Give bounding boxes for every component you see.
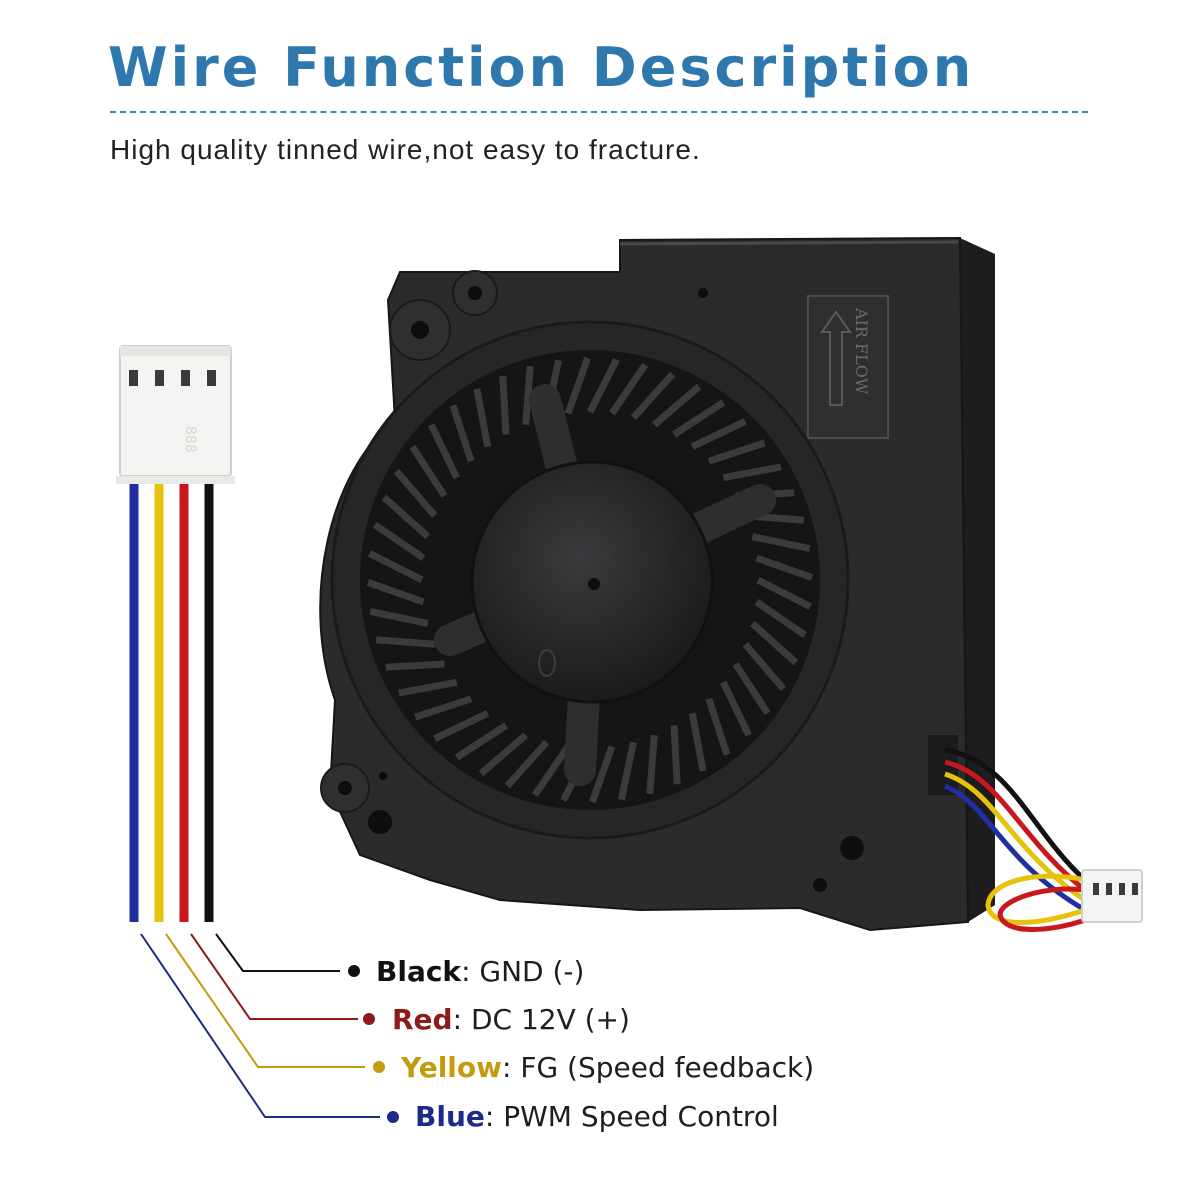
fan-wires	[944, 747, 1087, 932]
impeller-blade	[652, 383, 702, 428]
impeller-blade	[672, 399, 726, 438]
airflow-label: AIR FLOW	[807, 295, 889, 439]
impeller-blade	[409, 444, 448, 498]
wire-function-yellow: FG (Speed feedback)	[520, 1051, 815, 1084]
impeller-blade	[522, 365, 534, 426]
wire-bundle	[129, 484, 214, 922]
impeller-blade	[428, 423, 460, 480]
impeller-blade	[531, 744, 571, 798]
impeller-blade	[473, 388, 492, 448]
connector-mark: 888	[182, 426, 198, 453]
wire-function-red: DC 12V (+)	[470, 1003, 630, 1036]
impeller-blade	[499, 375, 510, 435]
impeller-blade	[385, 660, 445, 671]
blower-fan: AIR FLOW	[319, 236, 995, 932]
page-title: Wire Function Description	[108, 36, 975, 99]
impeller-blade	[381, 494, 431, 540]
impeller-blade	[688, 712, 707, 772]
legend-row-black: Black: GND (-)	[376, 955, 585, 988]
title-divider	[110, 111, 1088, 113]
impeller-blade	[366, 579, 425, 606]
impeller-blade	[690, 418, 747, 450]
legend-dot-red	[363, 1013, 375, 1025]
connector-pins	[129, 370, 216, 386]
airflow-text: AIR FLOW	[852, 307, 871, 395]
impeller-blade	[630, 371, 676, 421]
impeller-blade	[751, 533, 811, 553]
legend-row-yellow: Yellow: FG (Speed feedback)	[401, 1051, 815, 1084]
impeller-blade	[478, 732, 528, 777]
impeller-blade	[433, 710, 490, 742]
impeller-blade	[504, 739, 550, 789]
impeller-blade	[454, 722, 508, 761]
impeller-blade	[742, 642, 787, 692]
impeller-blade	[720, 680, 752, 737]
impeller-blade	[617, 741, 637, 801]
small-connector	[1081, 869, 1143, 923]
impeller-blade	[564, 356, 591, 415]
impeller-blade	[449, 404, 475, 463]
impeller-blade	[705, 697, 731, 756]
impeller-blade	[414, 695, 473, 721]
impeller-blade	[755, 554, 814, 581]
impeller-blade	[609, 362, 649, 416]
wire-function-blue: PWM Speed Control	[503, 1100, 779, 1133]
impeller-blade	[722, 463, 782, 482]
legend-dot-black	[348, 965, 360, 977]
wire-function-black: GND (-)	[479, 955, 585, 988]
wire-name-yellow: Yellow	[401, 1051, 502, 1084]
wire-name-blue: Blue	[415, 1100, 485, 1133]
impeller-blade	[393, 468, 438, 518]
impeller-blade	[368, 550, 424, 584]
wire-name-black: Black	[376, 955, 462, 988]
connector-plug: 888	[116, 345, 235, 484]
impeller-blade	[670, 725, 681, 785]
impeller-blade	[372, 521, 426, 561]
legend-dot-blue	[387, 1111, 399, 1123]
page-subtitle: High quality tinned wire,not easy to fra…	[110, 134, 701, 165]
impeller-blade	[589, 745, 616, 804]
impeller-blade	[732, 662, 771, 716]
impeller-blade	[749, 620, 799, 666]
impeller-blade	[369, 607, 429, 627]
impeller-blade	[707, 439, 766, 465]
legend-row-red: Red: DC 12V (+)	[392, 1003, 630, 1036]
legend-dots	[348, 965, 399, 1123]
impeller-blade	[646, 734, 658, 795]
impeller-blade	[375, 636, 436, 648]
legend-row-blue: Blue: PWM Speed Control	[415, 1100, 779, 1133]
wire-name-red: Red	[392, 1003, 453, 1036]
legend-dot-yellow	[373, 1061, 385, 1073]
impeller-blade	[754, 599, 808, 639]
impeller-blade	[398, 678, 458, 697]
impeller-blade	[586, 358, 620, 414]
impeller-blade	[756, 576, 812, 610]
leader-lines	[140, 933, 380, 1118]
